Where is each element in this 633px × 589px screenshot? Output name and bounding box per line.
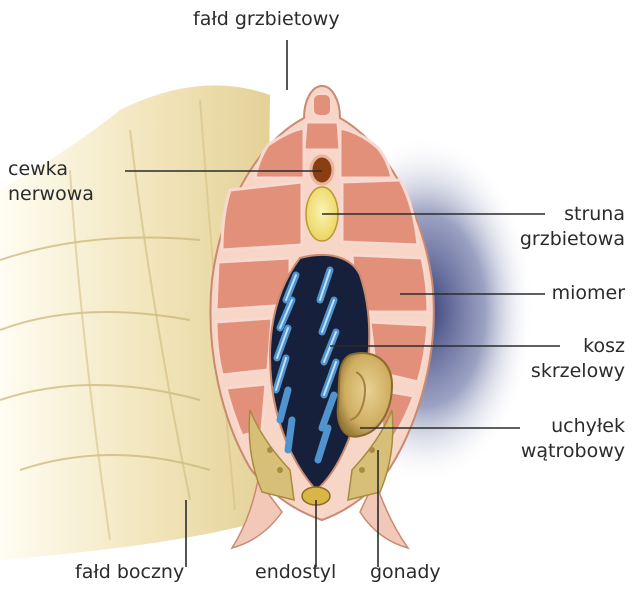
- label-metapleural-fold: fałd boczny: [75, 561, 184, 584]
- label-gonads: gonady: [370, 561, 441, 584]
- label-endostyle: endostyl: [255, 561, 336, 584]
- label-gill-basket-line2: skrzelowy: [531, 360, 625, 383]
- label-dorsal-fin: fałd grzbietowy: [193, 8, 340, 31]
- label-notochord-line2: grzbietowa: [520, 228, 625, 251]
- neural-tube-shape: [311, 156, 333, 184]
- label-liver-line1: uchyłek: [551, 415, 625, 438]
- label-neural-tube-line1: cewka: [8, 158, 68, 181]
- label-liver-line2: wątrobowy: [521, 440, 625, 463]
- label-gill-basket-line1: kosz: [583, 335, 625, 358]
- label-myomere: miomer: [552, 282, 625, 305]
- dorsal-fin-shape: [313, 94, 331, 116]
- label-neural-tube-line2: nerwowa: [8, 183, 94, 206]
- label-notochord-line1: struna: [564, 203, 625, 226]
